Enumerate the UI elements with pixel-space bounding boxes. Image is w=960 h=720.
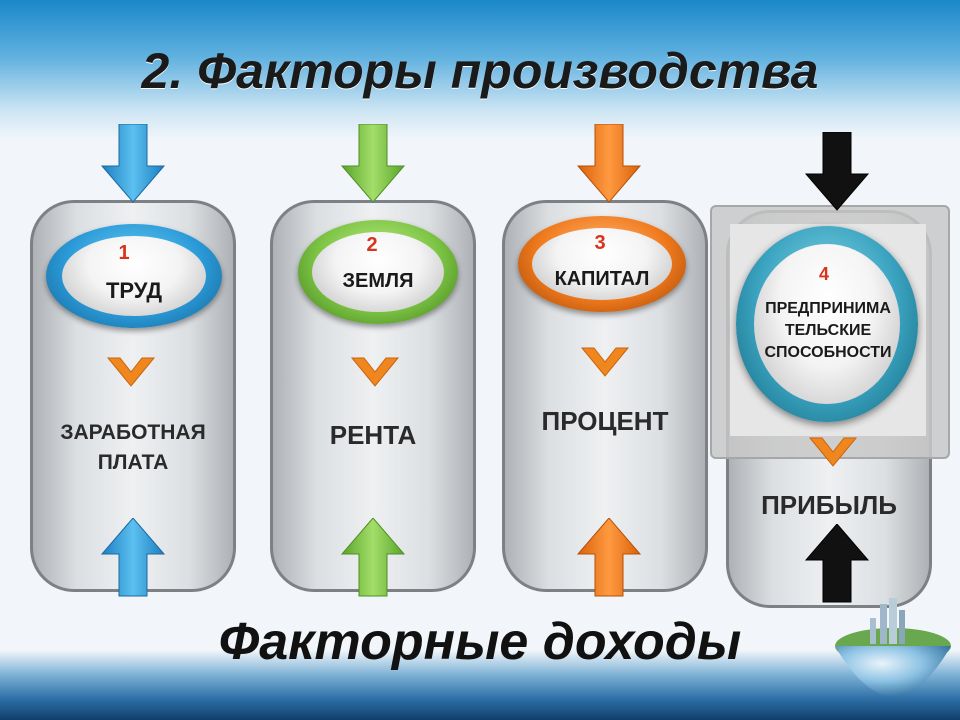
factor-badge-entrepreneurship (754, 244, 900, 404)
chevron-down-icon (580, 347, 630, 377)
factor-income: ПРОЦЕНТ (541, 406, 669, 436)
factor-badge-capital (532, 228, 672, 300)
chevron-down-icon (350, 357, 400, 387)
arrow-up-icon (340, 518, 406, 597)
factor-income: ПРИБЫЛЬ (761, 490, 897, 520)
factor-name: КАПИТАЛ (554, 268, 650, 290)
arrow-down-icon (340, 124, 406, 203)
arrow-down-icon (100, 124, 166, 203)
factor-name: ТРУД (105, 278, 163, 303)
factor-number: 3 (594, 232, 606, 254)
factor-income: РЕНТА (329, 420, 417, 450)
factor-name: ЗЕМЛЯ (342, 270, 414, 292)
footer-background (0, 650, 960, 720)
factor-name: ПРЕДПРИНИМА ТЕЛЬСКИЕ СПОСОБНОСТИ (764, 300, 892, 361)
header-background (0, 0, 960, 140)
arrow-down-icon (576, 124, 642, 203)
factor-badge-labor (62, 236, 206, 316)
factor-number: 1 (118, 242, 130, 264)
factor-number: 2 (366, 234, 378, 256)
arrow-up-icon (576, 518, 642, 597)
arrow-down-icon (804, 132, 870, 211)
factor-badge-land (312, 232, 444, 312)
factor-income: ЗАРАБОТНАЯ ПЛАТА (60, 421, 206, 474)
factor-number: 4 (818, 264, 829, 284)
chevron-down-icon (808, 437, 858, 467)
arrow-up-icon (100, 518, 166, 597)
chevron-down-icon (106, 357, 156, 387)
arrow-up-icon (804, 524, 870, 603)
globe-icon (835, 598, 951, 696)
footer-title: Факторные доходы (218, 613, 742, 671)
slide-title: 2. Факторы производства (141, 43, 819, 99)
